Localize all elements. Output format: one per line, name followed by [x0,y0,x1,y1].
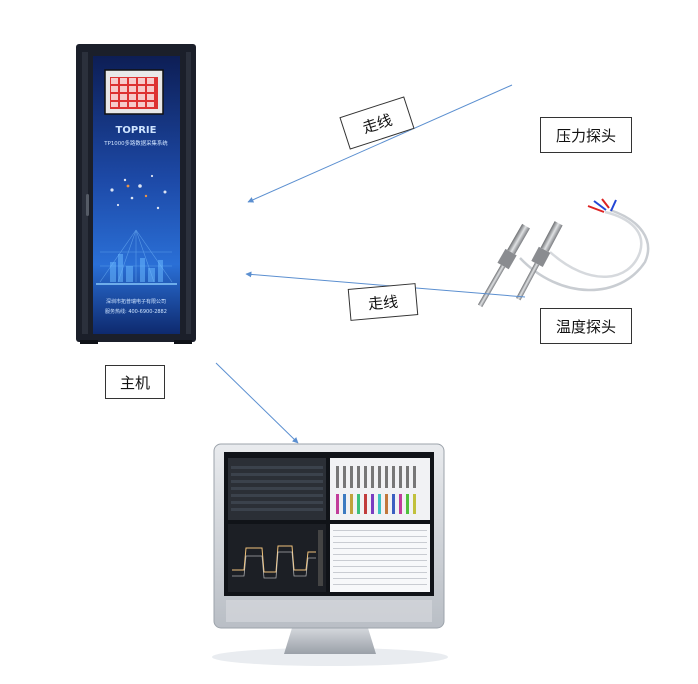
connector-pressure-to-host [247,84,513,203]
host-label-text: 主机 [119,373,150,392]
temperature-probe-label: 温度探头 [540,308,632,344]
wiring-label-bottom: 走线 [347,283,419,321]
temperature-probe-illustration [477,198,650,308]
cabinet-illustration: TOPRIE TP1000多路数据采集系统 [76,44,196,344]
wiring-label-top-text: 走线 [360,110,395,137]
host-label: 主机 [105,365,165,399]
pressure-probe-label: 压力探头 [540,117,632,153]
pressure-probe-label-text: 压力探头 [555,126,616,145]
wiring-label-bottom-text: 走线 [367,292,399,313]
cabinet-product: TP1000多路数据采集系统 [103,139,168,147]
monitor-illustration [212,443,448,666]
cabinet-company: 深圳市拓普瑞电子有限公司 [106,298,166,305]
cabinet-brand: TOPRIE [116,125,157,136]
connector-host-to-monitor [215,362,299,444]
temperature-probe-label-text: 温度探头 [555,317,616,336]
cabinet-phone: 服务热线: 400-6900-2882 [105,308,167,315]
